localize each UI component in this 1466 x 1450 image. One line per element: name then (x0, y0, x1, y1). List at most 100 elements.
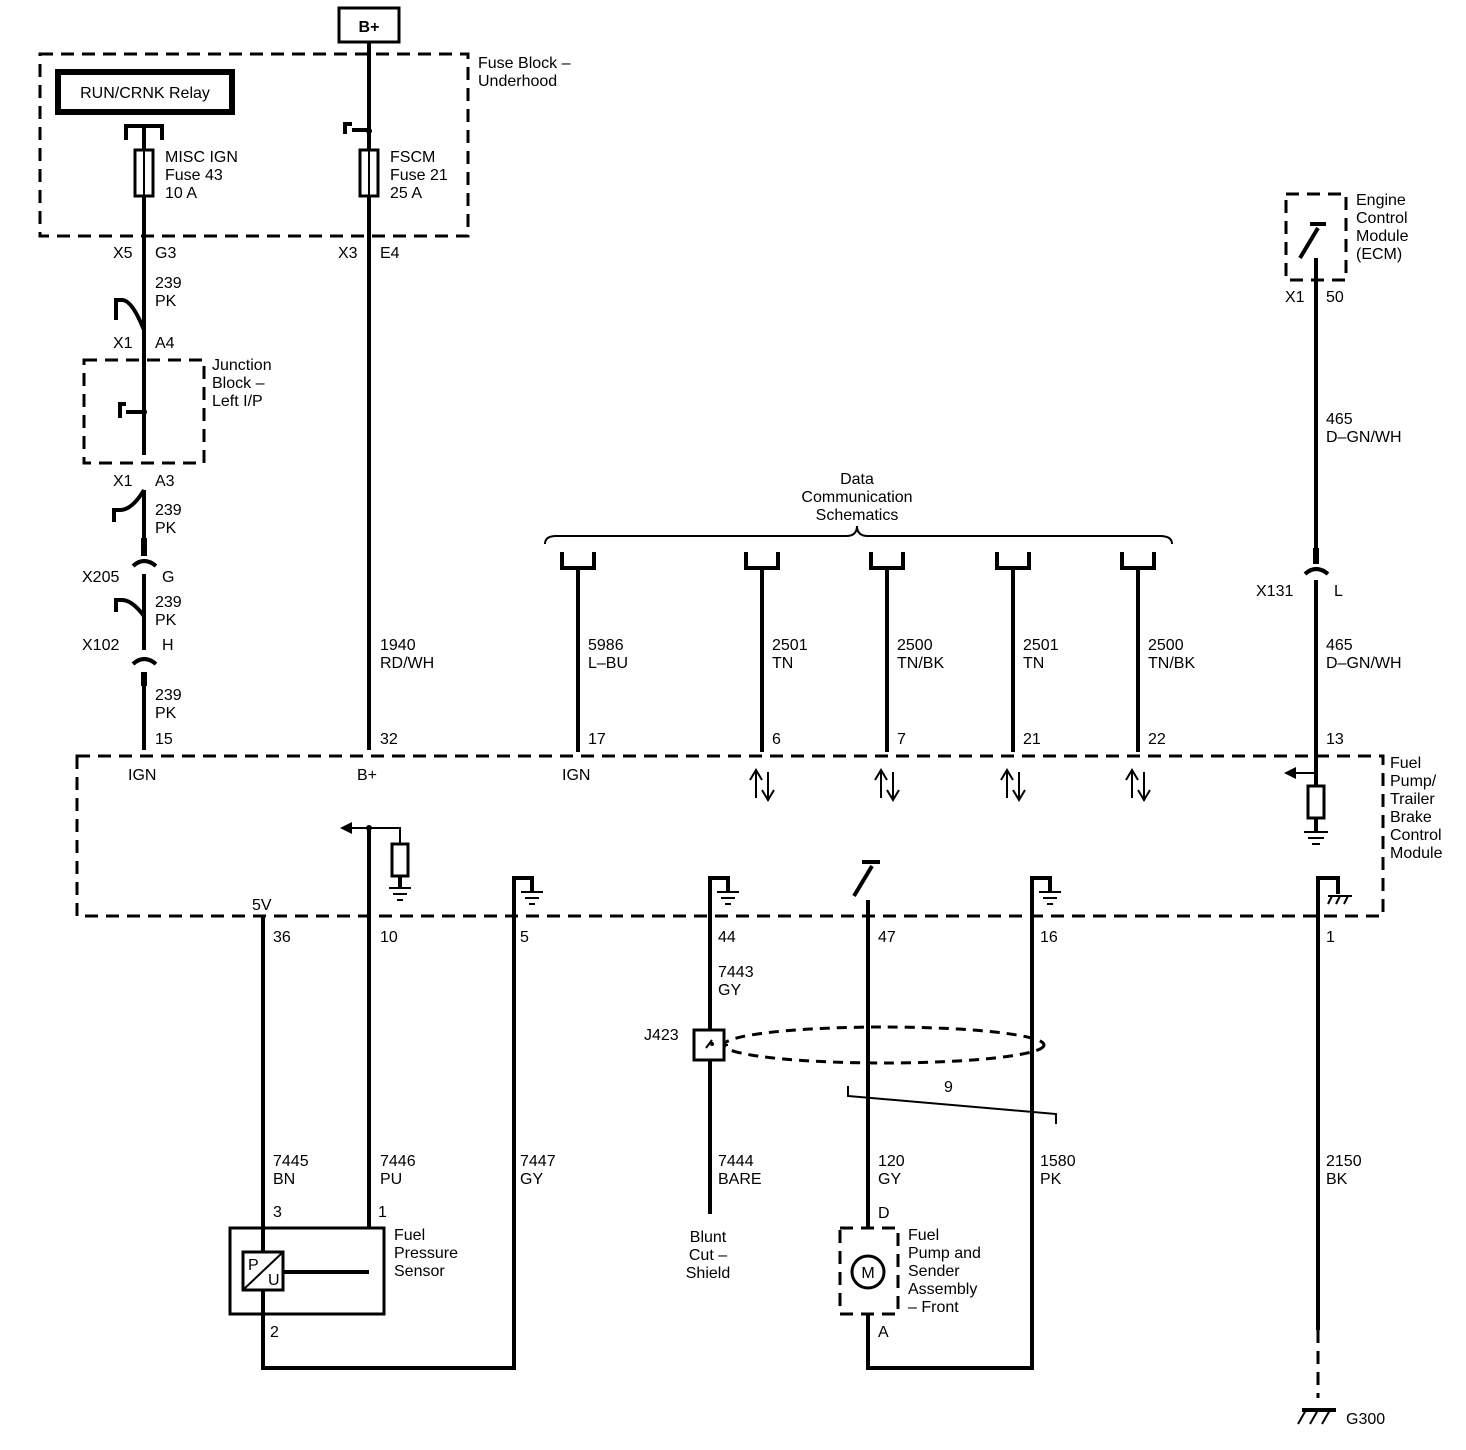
pin-a3: A3 (155, 473, 175, 490)
pin-10: 10 (380, 929, 398, 946)
j423-label: J423 (644, 1027, 679, 1044)
fuse-block-outline (38, 52, 470, 238)
junction-block-outline (82, 358, 206, 465)
sensor-pin-3: 3 (273, 1204, 282, 1221)
motor-symbol: M (861, 1265, 874, 1282)
twist-count: 9 (944, 1079, 953, 1096)
pin44-ground (708, 876, 739, 916)
ign-label-2: IGN (562, 767, 590, 784)
conn-x5: X5 (113, 245, 133, 262)
pin-l: L (1334, 583, 1343, 600)
splice-j423: J423 (644, 1027, 726, 1062)
bplus-source: B+ (337, 6, 401, 44)
run-crnk-relay: RUN/CRNK Relay (55, 69, 235, 115)
pin-13: 13 (1326, 731, 1344, 748)
pin-44: 44 (718, 929, 736, 946)
pin13-input (1284, 752, 1328, 845)
5v-label: 5V (252, 897, 272, 914)
bidir-arrow-21 (1000, 768, 1026, 802)
pin-7: 7 (897, 731, 906, 748)
fuse-block-label: Fuse Block –Underhood (478, 55, 571, 90)
sensor-pin-2: 2 (270, 1324, 279, 1341)
bidir-arrow-7 (874, 768, 900, 802)
pin-5: 5 (520, 929, 529, 946)
fuel-pump-module-outline (75, 754, 1385, 918)
conn-x1-a4: X1 (113, 335, 133, 352)
conn-x205: X205 (82, 569, 119, 586)
relay-label: RUN/CRNK Relay (80, 85, 210, 102)
g300-label: G300 (1346, 1411, 1385, 1428)
pin-15: 15 (155, 731, 173, 748)
pin-32: 32 (380, 731, 398, 748)
sensor-p-label: P (248, 1257, 259, 1274)
pin-g3: G3 (155, 245, 176, 262)
conn-x102: X102 (82, 637, 119, 654)
pin1-chassis-ground (1316, 876, 1352, 916)
bidir-arrow-22 (1125, 768, 1151, 802)
sensor-u-label: U (268, 1272, 280, 1289)
conn-x1-50: X1 (1285, 289, 1305, 306)
twisted-pair-indicator: 9 (847, 1079, 1057, 1124)
pin-h: H (162, 637, 174, 654)
pin16-ground (1030, 876, 1061, 916)
pump-pin-d: D (878, 1205, 890, 1222)
ign-label-1: IGN (128, 767, 156, 784)
conn-x3: X3 (338, 245, 358, 262)
pin-e4: E4 (380, 245, 400, 262)
pin10-driver (340, 822, 411, 901)
pin-16: 16 (1040, 929, 1058, 946)
pin-36: 36 (273, 929, 291, 946)
pin-a4: A4 (155, 335, 175, 352)
pin-6: 6 (772, 731, 781, 748)
pin-47: 47 (878, 929, 896, 946)
pin-g: G (162, 569, 174, 586)
pin-21: 21 (1023, 731, 1041, 748)
bplus-label: B+ (359, 19, 380, 36)
conn-x131: X131 (1256, 583, 1293, 600)
pin-1: 1 (1326, 929, 1335, 946)
pump-pin-a: A (878, 1324, 889, 1341)
shield-ellipse (722, 1025, 1046, 1065)
bidir-arrow-6 (749, 768, 775, 802)
pin-22: 22 (1148, 731, 1166, 748)
sensor-pin-1: 1 (378, 1204, 387, 1221)
pin-17: 17 (588, 731, 606, 748)
pin-50: 50 (1326, 289, 1344, 306)
ground-g300: G300 (1297, 1408, 1385, 1428)
